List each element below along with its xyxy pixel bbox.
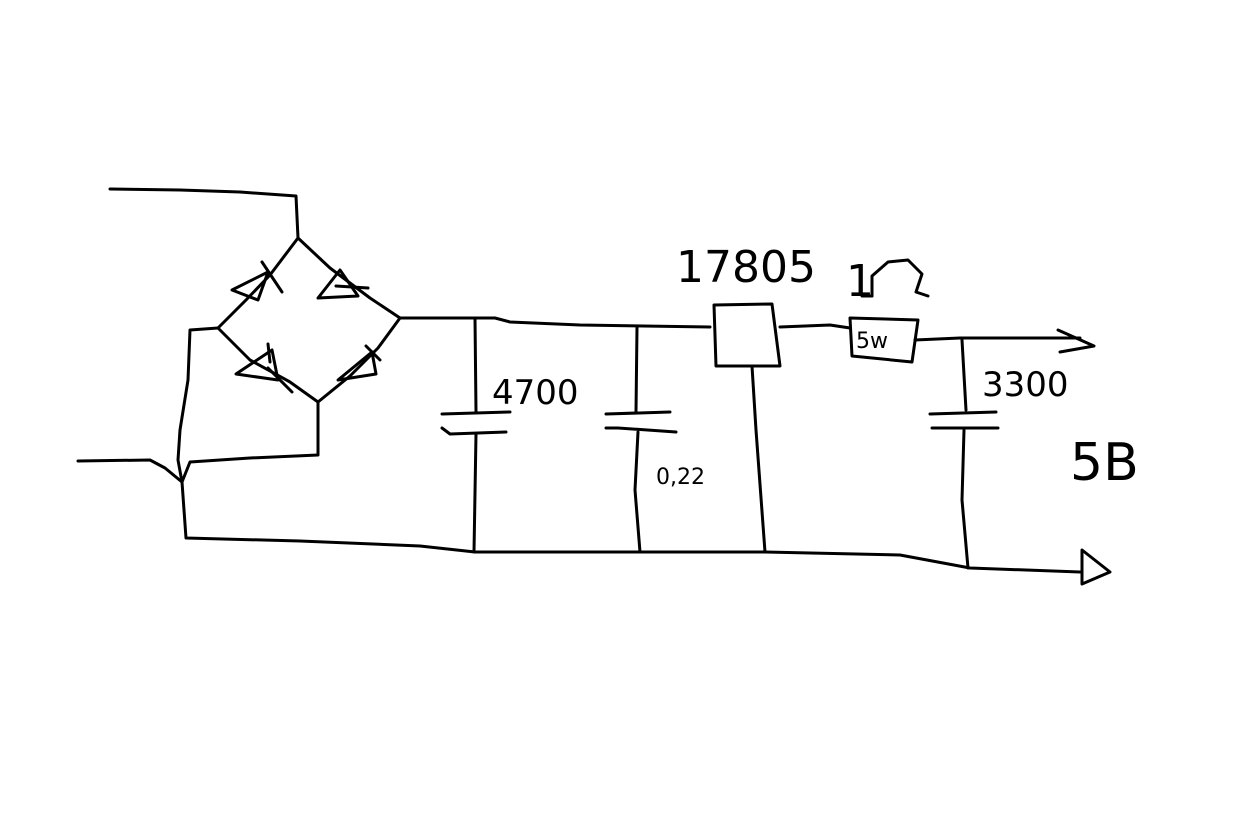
capacitor-main-label: 4700 xyxy=(492,373,579,413)
bridge-bottom-left-edge xyxy=(216,326,320,404)
output-positive-arrow-icon xyxy=(1056,328,1096,354)
resistor-value-label: 1 xyxy=(846,256,874,307)
capacitor-bypass-label: 0,22 xyxy=(656,465,705,490)
bridge-top-left-edge xyxy=(216,236,300,330)
ground-rail xyxy=(180,480,1082,574)
resistor-body-label: 5w xyxy=(856,329,888,354)
bridge-bottom-right-edge xyxy=(316,316,402,404)
capacitor-main-icon xyxy=(440,316,512,554)
bridge-bottom-connection xyxy=(180,400,320,484)
ohm-icon xyxy=(860,258,930,298)
diode-icon xyxy=(336,344,382,382)
diode-icon xyxy=(316,268,370,300)
positive-rail-input xyxy=(398,316,712,329)
capacitor-bypass-icon xyxy=(604,325,678,554)
bridge-top-right-edge xyxy=(296,236,402,320)
positive-rail-load xyxy=(913,336,1082,342)
output-voltage-label: 5B xyxy=(1070,433,1139,493)
regulator-label: 17805 xyxy=(676,242,816,293)
ac-input-bottom-wire xyxy=(76,458,184,484)
diode-icon xyxy=(230,260,284,302)
capacitor-output-label: 3300 xyxy=(982,365,1069,405)
output-ground-arrow-icon xyxy=(1080,548,1112,586)
regulator-icon xyxy=(712,302,782,554)
positive-rail-output xyxy=(778,323,852,330)
diode-icon xyxy=(234,342,294,394)
capacitor-output-icon xyxy=(928,338,1000,570)
bridge-left-connection xyxy=(176,326,220,484)
ac-input-top-wire xyxy=(108,187,300,240)
resistor-icon xyxy=(848,316,920,364)
